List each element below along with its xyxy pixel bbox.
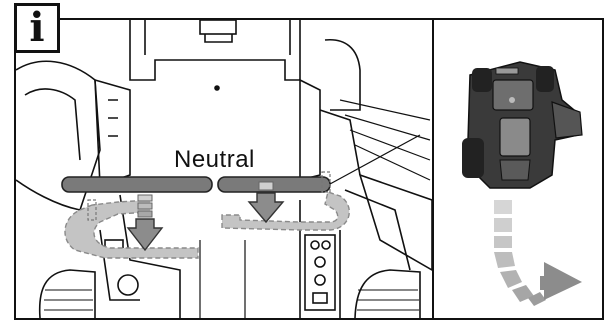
right-neutral-bar [218,177,330,192]
neutral-label: Neutral [174,146,255,174]
info-icon: i [14,3,60,53]
info-glyph: i [29,8,44,48]
right-lever-path [222,192,349,230]
mower-top-view [462,62,582,188]
turn-arrow [494,200,582,306]
left-neutral-bar [62,177,212,192]
